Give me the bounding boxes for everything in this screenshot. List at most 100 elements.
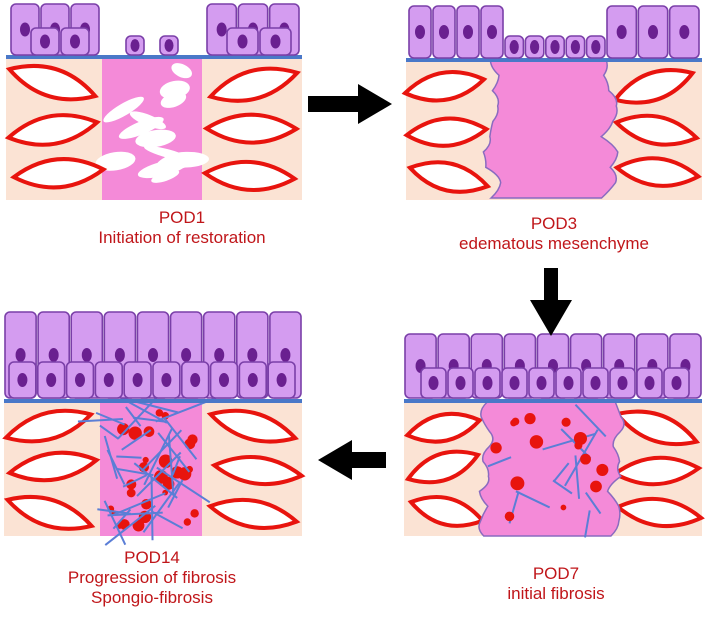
clot-space (171, 63, 193, 79)
blood-vessel (401, 70, 488, 103)
cell-nucleus (81, 348, 92, 362)
cell-nucleus (276, 373, 287, 387)
blood-vessel (210, 454, 306, 487)
initial-fiber (487, 456, 512, 468)
cell-nucleus (216, 22, 227, 37)
red-cell-dot (155, 409, 164, 417)
cell-nucleus (40, 34, 50, 49)
blood-vessel (613, 409, 701, 447)
cell-nucleus (214, 348, 225, 362)
collagen-fiber (77, 418, 123, 423)
cell-nucleus (487, 25, 497, 39)
red-cell-dot (511, 417, 520, 426)
red-cell-dot (524, 413, 536, 425)
cell-nucleus (415, 25, 425, 39)
initial-fiber (542, 432, 597, 451)
initial-fiber (553, 462, 570, 483)
red-cell-dot (183, 518, 192, 526)
red-cell-dot (190, 509, 199, 518)
collagen-fiber (121, 429, 152, 451)
cell-nucleus (20, 22, 30, 37)
pod1-title: POD1 (158, 208, 206, 227)
initial-fiber (574, 404, 607, 438)
cell-nucleus (563, 376, 574, 390)
blood-vessel (5, 63, 99, 102)
initial-fiber (515, 490, 551, 509)
clot-space (95, 151, 136, 171)
cell-nucleus (482, 376, 493, 390)
collagen-fiber (167, 479, 184, 509)
collagen-fiber (104, 504, 156, 546)
cell-nucleus (536, 376, 547, 390)
red-cell-dot (529, 435, 544, 449)
cell-nucleus (75, 373, 85, 387)
cell-nucleus (648, 25, 658, 39)
blood-vessel (613, 156, 702, 188)
pod14-subtitle-2: Spongio-fibrosis (91, 588, 213, 607)
cell-nucleus (48, 348, 59, 362)
red-cell-dot (590, 480, 602, 493)
cell-nucleus (164, 39, 174, 52)
cell-nucleus (570, 40, 581, 54)
collagen-fiber (151, 510, 184, 530)
blood-vessel (10, 157, 108, 190)
cell-nucleus (114, 348, 125, 362)
panel-pod3 (401, 5, 702, 200)
collagen-fiber (125, 406, 142, 427)
collagen-fiber (95, 411, 125, 426)
cell-nucleus (46, 373, 57, 387)
cell-nucleus (237, 34, 248, 49)
cell-nucleus (280, 348, 291, 362)
red-cell-dot (596, 463, 609, 476)
blood-vessel (2, 408, 95, 444)
cell-nucleus (247, 373, 258, 387)
blood-vessel (4, 113, 101, 147)
cell-nucleus (439, 25, 449, 39)
cell-nucleus (455, 376, 466, 390)
red-cell-dot (504, 511, 515, 522)
collagen-fiber (103, 435, 119, 479)
cell-nucleus (591, 40, 601, 54)
cell-nucleus (463, 25, 473, 39)
red-cell-dot (580, 453, 591, 465)
red-cell-dot (490, 442, 502, 454)
edematous-mesenchyme (482, 59, 619, 199)
initial-fiber (574, 455, 581, 499)
red-cell-dot (187, 434, 198, 445)
collagen-fiber (116, 455, 142, 459)
pod3-title: POD3 (530, 214, 578, 233)
cell-nucleus (130, 39, 140, 52)
panel-pod14 (2, 311, 306, 546)
red-cell-dot (128, 426, 142, 440)
blood-vessel (202, 112, 301, 145)
collagen-fiber (164, 418, 198, 460)
cell-nucleus (17, 373, 28, 387)
collagen-fiber (171, 455, 181, 476)
blood-vessel (206, 66, 301, 103)
red-cell-dot (561, 417, 571, 427)
pod7-subtitle: initial fibrosis (507, 584, 605, 603)
collagen-fiber (132, 416, 167, 423)
collagen-fiber (157, 432, 191, 473)
clot-space (135, 129, 176, 148)
collagen-fiber (116, 467, 154, 477)
cell-nucleus (161, 373, 172, 387)
left-arrow-icon (318, 440, 386, 480)
cell-nucleus (148, 348, 158, 362)
red-cell-dot (573, 431, 588, 446)
down-arrow-icon (530, 268, 572, 336)
collagen-fiber (111, 492, 166, 517)
collagen-fiber (140, 429, 183, 472)
cell-nucleus (270, 34, 281, 49)
initial-fiber (552, 479, 573, 495)
blood-vessel (5, 450, 101, 483)
cell-nucleus (644, 376, 655, 390)
blood-vessel (406, 160, 492, 194)
collagen-fiber (107, 511, 163, 517)
cell-nucleus (219, 373, 229, 387)
initial-fiber (585, 491, 602, 515)
cell-nucleus (15, 348, 26, 362)
cell-nucleus (679, 25, 690, 39)
label-pod7: POD7 initial fibrosis (426, 564, 686, 604)
